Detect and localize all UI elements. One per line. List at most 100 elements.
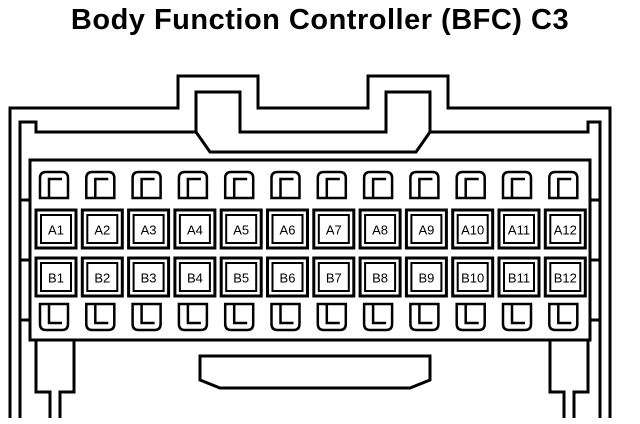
pin-cell-inner <box>456 262 489 292</box>
pin-cell-inner <box>410 262 443 292</box>
diagram-title: Body Function Controller (BFC) C3 <box>70 4 570 36</box>
pin-cell: A10 <box>451 208 495 250</box>
locking-tab <box>131 170 162 200</box>
cavity-body <box>28 158 592 342</box>
locking-tab <box>131 302 162 332</box>
pin-cell: B2 <box>80 256 124 298</box>
locking-tab <box>501 170 533 200</box>
connector-inner-housing <box>18 90 602 418</box>
pin-cell-inner <box>40 262 72 292</box>
pin-label: A7 <box>326 223 342 238</box>
pin-label: A6 <box>280 223 296 238</box>
pin-cell-outer <box>266 208 309 250</box>
pin-cell-outer <box>173 208 217 250</box>
pin-cell-inner <box>503 214 535 244</box>
pin-cell-outer <box>543 208 587 250</box>
pin-label: B1 <box>48 271 64 286</box>
locking-tab <box>455 170 486 200</box>
pin-label: B12 <box>554 271 577 286</box>
locking-tab <box>548 170 579 200</box>
pin-label: A12 <box>554 223 577 238</box>
locking-tab <box>177 170 209 200</box>
pin-label: A5 <box>233 223 249 238</box>
pin-cell-outer <box>451 256 495 298</box>
locking-tab-row-top <box>38 170 579 200</box>
pin-cell-inner <box>178 214 211 244</box>
pin-cell-outer <box>358 256 402 298</box>
pin-cell-outer <box>34 256 78 298</box>
pin-cell: B12 <box>543 256 587 298</box>
pin-cell: B1 <box>34 256 78 298</box>
pin-label: A4 <box>187 223 203 238</box>
pin-cell-outer <box>312 208 356 250</box>
pin-cell-inner <box>271 214 304 244</box>
pin-cell-outer <box>80 208 124 250</box>
locking-tab <box>362 170 394 200</box>
pin-cell-inner <box>178 262 211 292</box>
pin-cell-inner <box>86 262 119 292</box>
pin-label: B4 <box>187 271 203 286</box>
locking-tab <box>38 302 70 332</box>
pin-cell: A8 <box>358 208 402 250</box>
pin-cell: B9 <box>404 256 448 298</box>
pin-label: A8 <box>372 223 388 238</box>
pin-cell: B10 <box>451 256 495 298</box>
pin-label: B11 <box>508 271 530 286</box>
pin-label: A11 <box>508 223 530 238</box>
pin-cell-inner <box>503 262 535 292</box>
locking-tab <box>177 302 209 332</box>
pin-cell-outer <box>173 256 217 298</box>
pin-cell: B11 <box>497 256 541 298</box>
pin-cell-outer <box>312 256 356 298</box>
bottom-right-foot <box>548 340 590 418</box>
pin-label: A3 <box>141 223 157 238</box>
pin-cell: A12 <box>543 208 587 250</box>
pin-cell-inner <box>132 262 165 292</box>
pin-cell-inner <box>317 262 350 292</box>
pin-cell-outer <box>127 256 171 298</box>
pin-cell-outer <box>497 256 541 298</box>
pin-label: B8 <box>372 271 388 286</box>
pin-cell-inner <box>456 214 489 244</box>
pin-cell-inner <box>40 214 72 244</box>
locking-tab <box>38 170 70 200</box>
pin-label: A1 <box>48 223 64 238</box>
locking-tab <box>223 302 255 332</box>
pin-cell: B5 <box>219 256 263 298</box>
pin-cell: A4 <box>173 208 217 250</box>
pin-cell: A7 <box>312 208 356 250</box>
pin-label: B3 <box>141 271 157 286</box>
locking-tab <box>85 302 116 332</box>
pin-cell-outer <box>497 208 541 250</box>
pin-label: B5 <box>233 271 249 286</box>
pin-cell-inner <box>364 214 397 244</box>
pin-cell-inner <box>225 214 258 244</box>
locking-tab-row-bottom <box>38 302 579 332</box>
locking-tab <box>362 302 394 332</box>
pin-cell: B8 <box>358 256 402 298</box>
pin-cell-inner <box>132 214 165 244</box>
pin-cell-outer <box>127 208 171 250</box>
pin-label: B9 <box>418 271 434 286</box>
pin-cell: B3 <box>127 256 171 298</box>
pin-label: B2 <box>94 271 110 286</box>
pin-cell: B7 <box>312 256 356 298</box>
pin-cell-outer <box>451 208 495 250</box>
cavity-right-step <box>590 198 600 322</box>
pin-cell-inner <box>549 262 582 292</box>
pin-label: B10 <box>461 271 484 286</box>
locking-tab <box>501 302 533 332</box>
bottom-slot <box>198 354 432 390</box>
pin-cell-outer <box>404 208 448 250</box>
pin-cell-inner <box>86 214 119 244</box>
pin-cell: A6 <box>266 208 309 250</box>
pin-label: A10 <box>461 223 484 238</box>
pin-cell-inner <box>549 214 582 244</box>
locking-tab <box>409 170 440 200</box>
pin-cell: A1 <box>34 208 78 250</box>
locking-tab <box>455 302 486 332</box>
locking-tab <box>409 302 440 332</box>
